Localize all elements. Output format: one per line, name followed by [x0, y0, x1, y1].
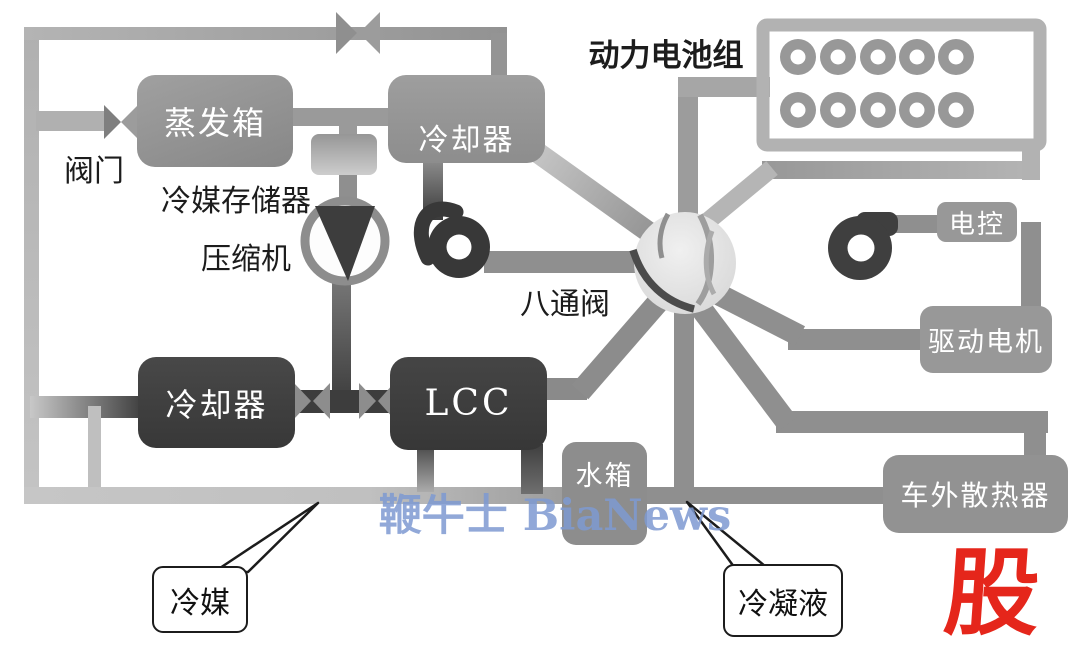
- drive-motor-box: 驱动电机: [920, 306, 1052, 373]
- pipe-accumulator-bottom: [339, 171, 357, 204]
- valve-icon-lcc: [359, 383, 394, 419]
- water-tank-label: 水箱: [575, 461, 634, 492]
- water-tank-box: 水箱: [562, 442, 647, 545]
- watermark: 鞭牛士 BiaNews: [378, 491, 732, 541]
- refrigerant-accumulator-box: [311, 134, 377, 175]
- pipe-inner-vertical: [88, 406, 101, 496]
- chiller-box: 冷却器: [388, 75, 545, 163]
- pipe-chiller-octovalve-diagonal: [527, 141, 671, 252]
- pump-icon-left: [413, 201, 490, 278]
- valve-icon-top: [336, 12, 380, 54]
- pipe-octovalve-up: [678, 92, 698, 222]
- pipe-cooler-left: [30, 396, 140, 418]
- cooler-label: 冷却器: [165, 385, 268, 424]
- pipe-bottom-run: [24, 487, 884, 504]
- evaporator-box: 蒸发箱: [137, 75, 293, 167]
- refrigerant-callout: 冷媒: [152, 566, 248, 633]
- pipe-lcc-octovalve-diagonal: [571, 292, 669, 400]
- pipe-pump-octovalve: [484, 251, 642, 273]
- pipe-evaporator-feed: [36, 111, 107, 131]
- octovalve-icon: [629, 212, 736, 314]
- compressor-label: 压缩机: [201, 242, 291, 277]
- pipe-octovalve-battery-diagonal: [696, 161, 778, 233]
- pipe-left-frame: [24, 27, 39, 504]
- chiller-label: 冷却器: [418, 123, 515, 158]
- battery-pack-label: 动力电池组: [588, 38, 744, 74]
- valve-icon-cooler: [294, 383, 330, 419]
- callout-pointer-refrigerant: [212, 501, 320, 574]
- lcc-label: LCC: [424, 383, 513, 424]
- motor-controller-box: 电控: [937, 202, 1017, 242]
- corner-logo: 股: [940, 539, 1044, 649]
- cooler-box: 冷却器: [138, 357, 295, 448]
- pipe-motor-left: [788, 329, 922, 350]
- pipe-top-run: [24, 27, 507, 40]
- pipe-radiator-horizontal: [776, 411, 1048, 433]
- pipe-top-downturn: [491, 33, 507, 77]
- battery-pack-icon: [756, 18, 1047, 152]
- condensate-callout: 冷凝液: [723, 564, 843, 637]
- pipe-lcc-down-right: [521, 444, 543, 494]
- refrigerant-callout-label: 冷媒: [170, 585, 230, 621]
- pipe-ecu-motor: [1021, 222, 1041, 312]
- pipe-octovalve-down: [674, 298, 694, 496]
- valve-label: 阀门: [64, 154, 124, 189]
- pipe-octovalve-motor-diagonal: [706, 281, 806, 346]
- pipe-evaporator-chiller: [288, 108, 390, 126]
- motor-controller-label: 电控: [948, 209, 1005, 240]
- pump-icon-right: [828, 212, 898, 280]
- pipe-compressor-down: [332, 276, 351, 404]
- lcc-box: LCC: [390, 357, 547, 450]
- pipe-lcc-down-left: [417, 444, 434, 492]
- pipe-battery-left: [678, 77, 770, 97]
- drive-motor-label: 驱动电机: [928, 327, 1044, 358]
- pipe-battery-lower: [762, 161, 1040, 179]
- pipe-octovalve-radiator-diagonal: [688, 296, 797, 431]
- evaporator-label: 蒸发箱: [163, 104, 266, 142]
- refrigerant-accumulator-label: 冷媒存储器: [161, 184, 311, 219]
- external-radiator-label: 车外散热器: [900, 479, 1051, 512]
- compressor-icon: [300, 196, 390, 286]
- pipe-pump-ecu: [886, 215, 940, 233]
- condensate-callout-label: 冷凝液: [738, 586, 828, 622]
- octovalve-label: 八通阀: [520, 287, 610, 322]
- external-radiator-box: 车外散热器: [883, 455, 1068, 533]
- valve-icon-evaporator: [104, 105, 138, 139]
- pipe-radiator-down: [1024, 428, 1046, 460]
